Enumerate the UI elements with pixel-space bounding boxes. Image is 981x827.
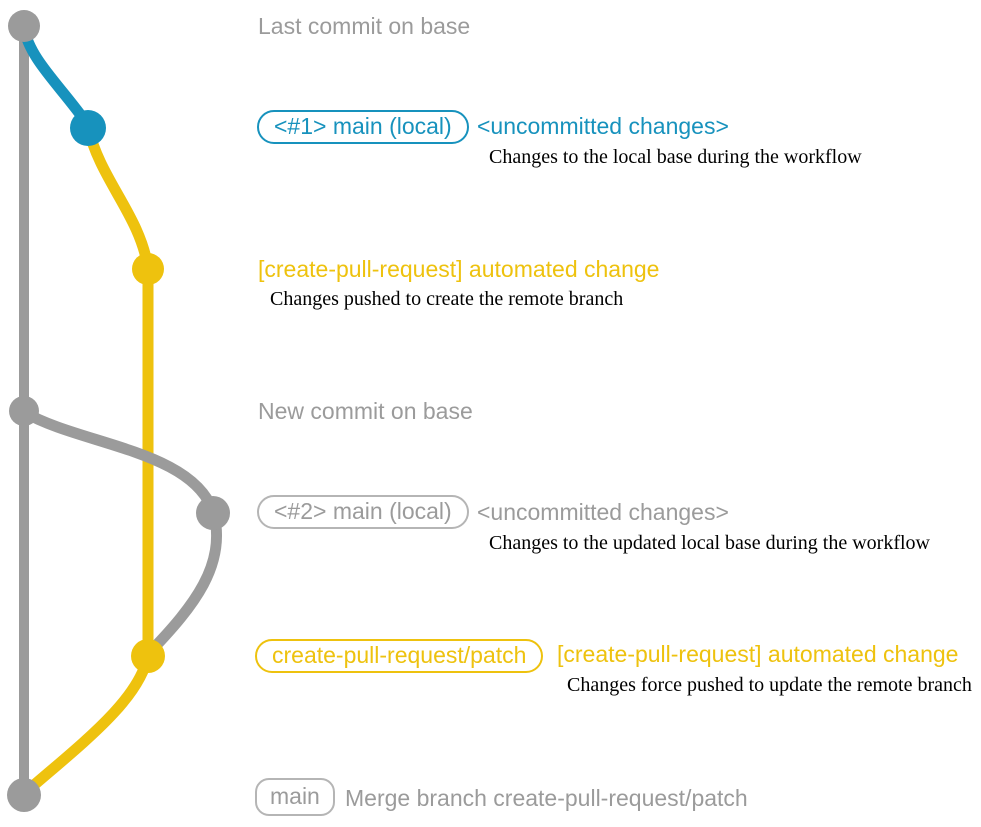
commit-message-merge: Merge branch create-pull-request/patch (345, 785, 748, 811)
commit-node-automated-1 (132, 253, 164, 285)
label-new-commit-on-base: New commit on base (258, 398, 473, 424)
commit-message-automated-1: [create-pull-request] automated change (258, 256, 660, 282)
branch-tag-main-local-1: <#1> main (local) (257, 110, 469, 144)
description-automated-1: Changes pushed to create the remote bran… (270, 288, 624, 310)
branch-tag-main: main (255, 778, 335, 816)
label-last-commit-on-base: Last commit on base (258, 13, 471, 39)
git-graph (7, 10, 230, 812)
description-local-changes-2: Changes to the updated local base during… (489, 532, 930, 554)
status-uncommitted-changes-2: <uncommitted changes> (477, 499, 729, 525)
commit-node-uncommitted-2 (196, 496, 230, 530)
local-changes-line (18, 26, 93, 129)
commit-node-last-base (8, 10, 40, 42)
commit-node-uncommitted-1 (70, 110, 106, 146)
rebased-branch-line (21, 407, 223, 656)
commit-node-new-base (9, 396, 39, 426)
commit-node-merge (7, 778, 41, 812)
commit-message-automated-2: [create-pull-request] automated change (557, 641, 959, 667)
branch-tag-main-local-2: <#2> main (local) (257, 495, 469, 529)
branch-tag-create-pull-request-patch: create-pull-request/patch (255, 639, 544, 673)
status-uncommitted-changes-1: <uncommitted changes> (477, 113, 729, 139)
description-automated-2: Changes force pushed to update the remot… (567, 674, 972, 696)
description-local-changes-1: Changes to the local base during the wor… (489, 146, 862, 168)
commit-node-automated-2 (131, 639, 165, 673)
patch-branch-line (22, 125, 154, 797)
